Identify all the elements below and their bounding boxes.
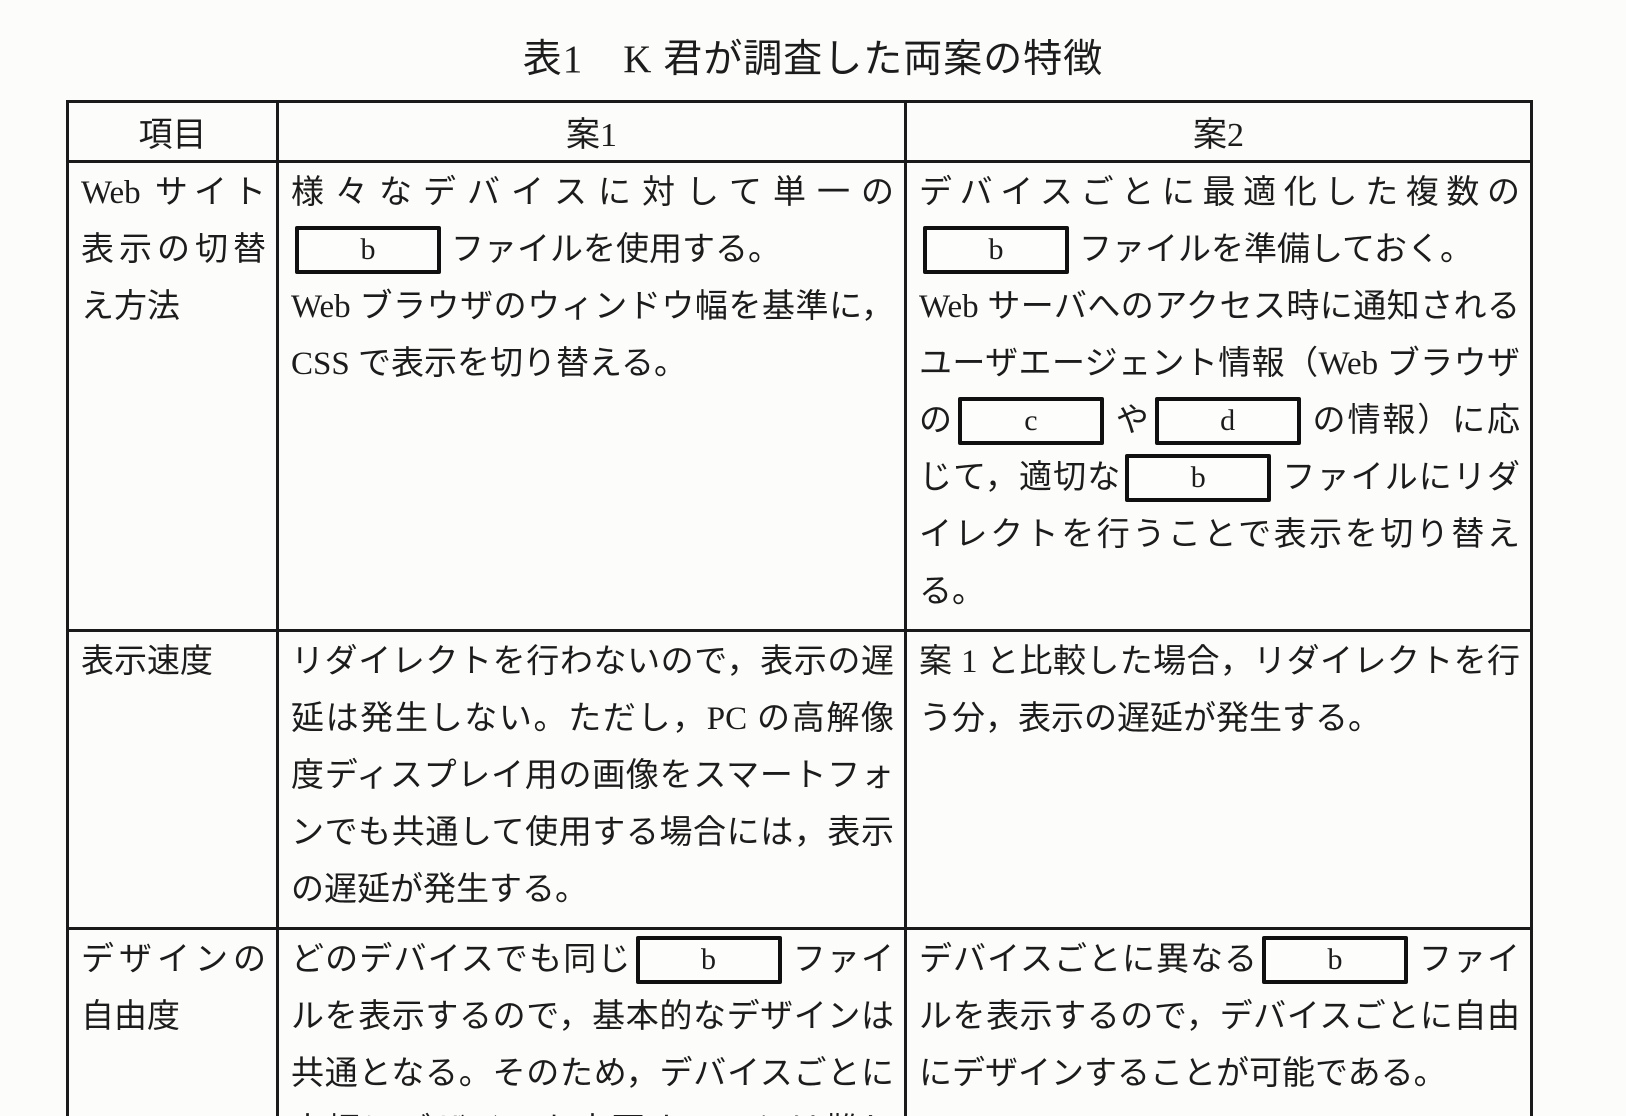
answer-blank-box-b: b xyxy=(923,226,1069,275)
cell-paragraph: Web ブラウザのウィンドウ幅を基準に，CSS で表示を切り替える。 xyxy=(291,279,894,393)
column-header-plan2: 案2 xyxy=(904,100,1533,163)
feature-comparison-table: 項目 案1 案2 Web サイト表示の切替え方法 様々なデバイスに対して単一の b… xyxy=(66,100,1533,1116)
cell-text: ファイルにリダイレクトを行うことで表示を切り替える。 xyxy=(919,460,1520,610)
cell-text: ファイルを表示するので，基本的なデザインは共通となる。そのため，デバイスごとに大… xyxy=(291,942,895,1116)
table-caption: 表1 K 君が調査した両案の特徴 xyxy=(522,38,1104,81)
cell-text: ファイルを使用する。 xyxy=(451,232,781,268)
cell-text: デバイスごとに最適化した複数の xyxy=(919,175,1520,211)
cell-text: ファイルを表示するので，デバイスごとに自由にデザインすることが可能である。 xyxy=(919,942,1520,1092)
cell-paragraph: リダイレクトを行わないので，表示の遅延は発生しない。ただし，PC の高解像度ディ… xyxy=(291,634,894,919)
plan2-switch-method-cell: デバイスごとに最適化した複数の b ファイルを準備しておく。 Web サーバへのアクセ… xyxy=(904,160,1533,632)
answer-blank-box-c: c xyxy=(957,397,1104,446)
row-label-display-speed: 表示速度 xyxy=(66,629,279,930)
row-label-switch-method: Web サイト表示の切替え方法 xyxy=(66,160,279,632)
cell-text: リダイレクトを行わないので，表示の遅延は発生しない。ただし，PC の高解像度ディ… xyxy=(291,644,894,908)
cell-text: Web ブラウザのウィンドウ幅を基準に，CSS で表示を切り替える。 xyxy=(291,289,894,382)
row-label-design-freedom: デザインの自由度 xyxy=(66,927,279,1116)
cell-text: Web サーバへのアクセス時に通知されるユーザエージェント情報（Web ブラウザ… xyxy=(919,289,1520,439)
plan1-switch-method-cell: 様々なデバイスに対して単一の b ファイルを使用する。 Web ブラウザのウィンドウ幅… xyxy=(276,160,907,632)
cell-text: ファイルを準備しておく。 xyxy=(1079,232,1474,268)
cell-text: デバイスごとに異なる xyxy=(919,942,1258,978)
table-row: 表示速度 リダイレクトを行わないので，表示の遅延は発生しない。ただし，PC の高… xyxy=(66,629,1533,930)
plan1-display-speed-cell: リダイレクトを行わないので，表示の遅延は発生しない。ただし，PC の高解像度ディ… xyxy=(276,629,907,930)
cell-paragraph: デバイスごとに最適化した複数の b ファイルを準備しておく。 xyxy=(919,165,1520,279)
answer-blank-box-d: d xyxy=(1154,397,1301,446)
cell-text: や xyxy=(1113,403,1151,439)
answer-blank-box-b: b xyxy=(1125,454,1272,503)
cell-text: 様々なデバイスに対して単一の xyxy=(291,175,894,211)
cell-text: の情報）に応じて，適切な xyxy=(919,403,1521,496)
answer-blank-box-b: b xyxy=(295,226,441,275)
cell-paragraph: Web サーバへのアクセス時に通知されるユーザエージェント情報（Web ブラウザ… xyxy=(919,279,1520,621)
table-row: Web サイト表示の切替え方法 様々なデバイスに対して単一の b ファイルを使用する… xyxy=(66,160,1533,632)
answer-blank-box-b: b xyxy=(635,936,782,985)
plan2-display-speed-cell: 案 1 と比較した場合，リダイレクトを行う分，表示の遅延が発生する。 xyxy=(904,629,1533,930)
column-header-plan1: 案1 xyxy=(276,100,907,163)
cell-text: 案 1 と比較した場合，リダイレクトを行う分，表示の遅延が発生する。 xyxy=(919,644,1520,737)
cell-text: どのデバイスでも同じ xyxy=(291,942,632,978)
column-header-item: 項目 xyxy=(66,100,279,163)
answer-blank-box-b: b xyxy=(1262,936,1408,985)
cell-paragraph: 様々なデバイスに対して単一の b ファイルを使用する。 xyxy=(291,165,894,279)
header-row: 項目 案1 案2 xyxy=(66,100,1533,163)
cell-paragraph: 案 1 と比較した場合，リダイレクトを行う分，表示の遅延が発生する。 xyxy=(919,634,1520,748)
